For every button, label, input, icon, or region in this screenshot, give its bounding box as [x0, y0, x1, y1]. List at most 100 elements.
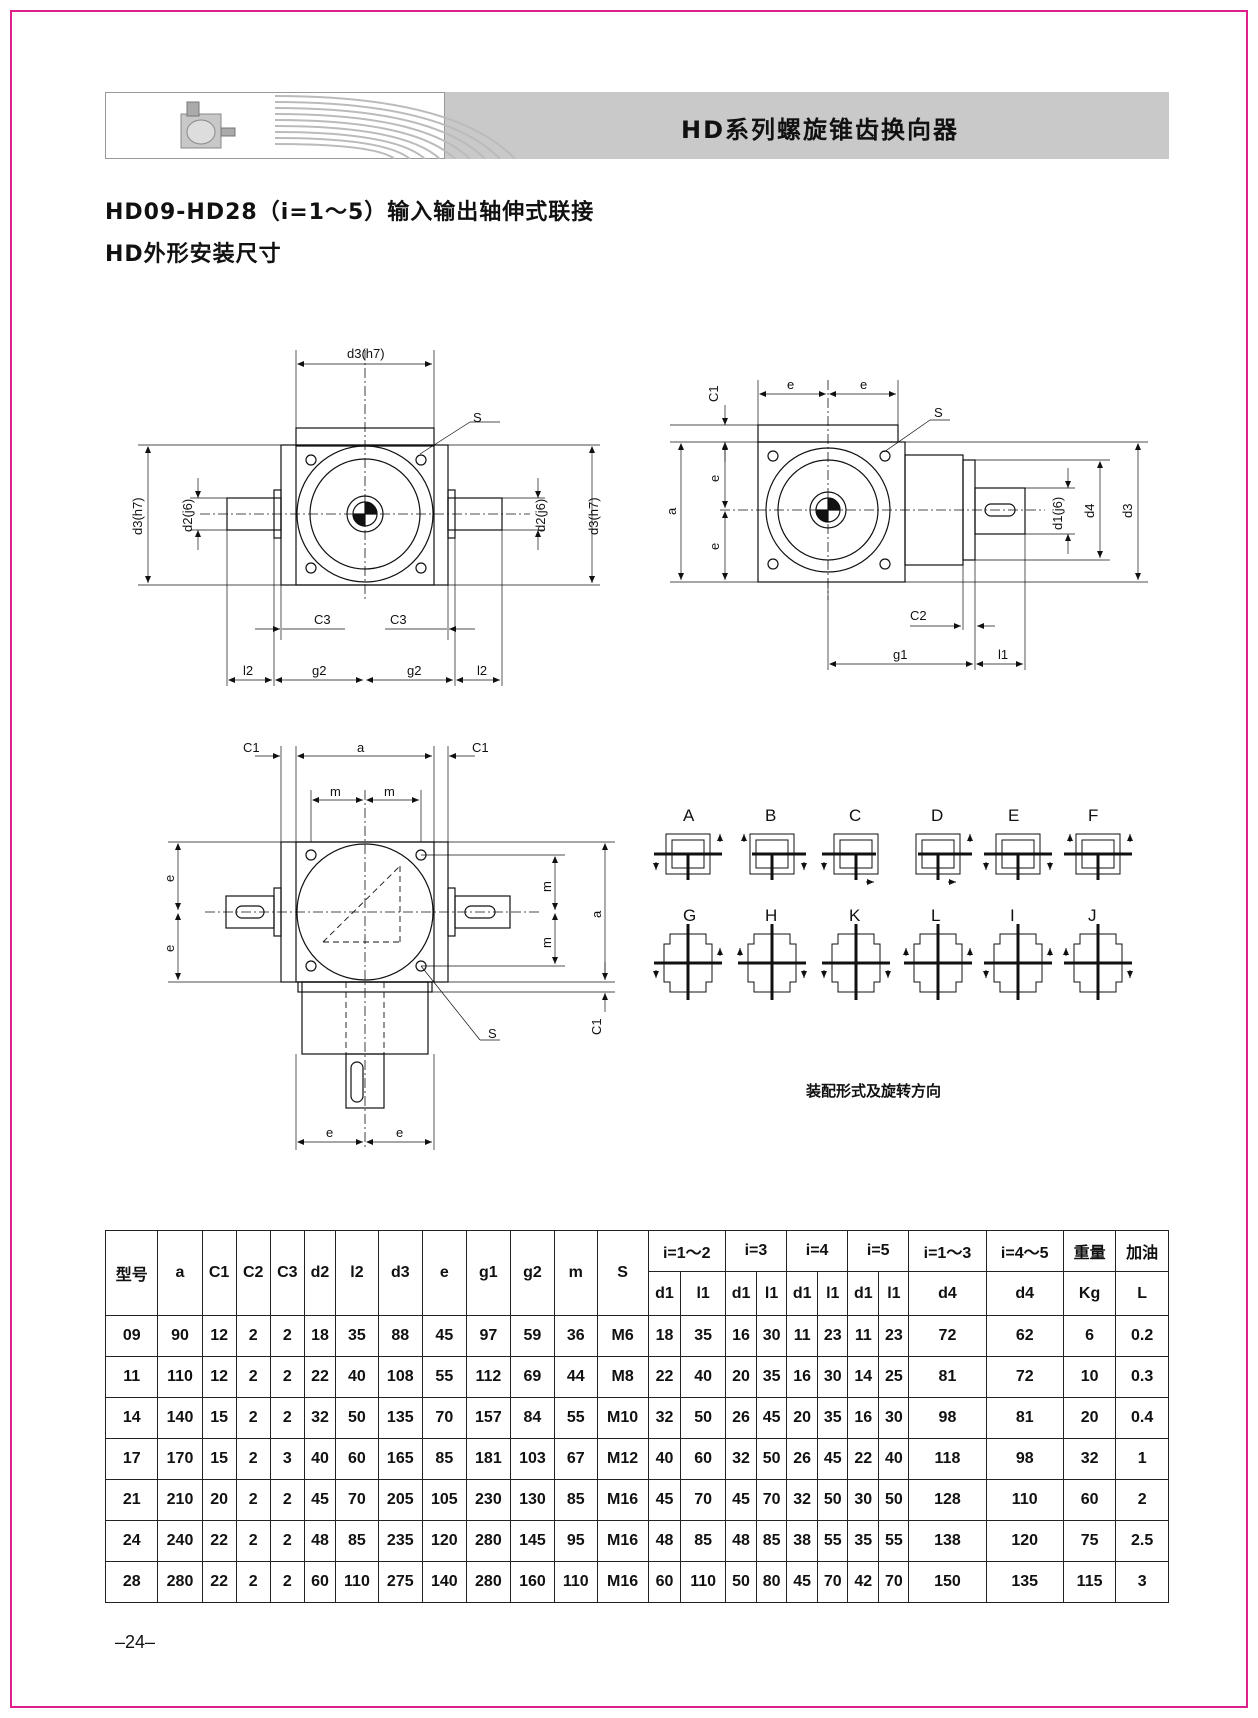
table-cell: 32 [303, 1397, 337, 1439]
table-cell: 50 [335, 1397, 379, 1439]
table-cell: 45 [817, 1438, 849, 1480]
page-number: –24– [115, 1632, 156, 1652]
table-cell: 110 [985, 1479, 1064, 1521]
table-cell: 48 [724, 1520, 758, 1562]
table-header-cell: d2 [303, 1230, 337, 1316]
table-cell: 98 [985, 1438, 1064, 1480]
table-cell: 2 [269, 1479, 305, 1521]
label-e-bottom-right-view3: e [396, 1125, 403, 1140]
label-d2j6-left: d2(j6) [180, 499, 195, 532]
table-subheader-cell: Kg [1062, 1271, 1117, 1316]
label-e-left-top-view3: e [162, 875, 177, 882]
table-cell: 85 [553, 1479, 598, 1521]
table-cell: 20 [1062, 1397, 1117, 1439]
label-c3-left: C3 [314, 612, 331, 627]
table-cell: 280 [157, 1561, 203, 1603]
table-header-cell: 型号 [104, 1230, 159, 1316]
table-cell: 85 [421, 1438, 467, 1480]
table-cell: 112 [465, 1356, 511, 1398]
table-cell: 2 [269, 1356, 305, 1398]
table-header-cell: l2 [335, 1230, 379, 1316]
table-cell: 0.4 [1115, 1397, 1169, 1439]
table-cell: 20 [724, 1356, 758, 1398]
table-cell: 10 [1062, 1356, 1117, 1398]
table-header-cell: C1 [201, 1230, 237, 1316]
table-cell: 70 [680, 1479, 726, 1521]
table-cell: 140 [157, 1397, 203, 1439]
table-cell: M10 [596, 1397, 649, 1439]
label-m-right-view3: m [384, 784, 395, 799]
table-header-cell: g2 [509, 1230, 555, 1316]
table-header-cell: i=1～3 [908, 1230, 987, 1272]
table-cell: 2 [235, 1561, 271, 1603]
table-cell: 70 [335, 1479, 379, 1521]
label-g2-right: g2 [407, 663, 421, 678]
table-cell: 81 [985, 1397, 1064, 1439]
table-cell: 36 [553, 1315, 598, 1357]
table-cell: 110 [335, 1561, 379, 1603]
section-subheading: HD外形安装尺寸 [105, 242, 282, 267]
label-c3-right: C3 [390, 612, 407, 627]
table-cell: 70 [421, 1397, 467, 1439]
table-cell: 55 [553, 1397, 598, 1439]
table-cell: 23 [878, 1315, 910, 1357]
table-cell: 45 [303, 1479, 337, 1521]
table-cell: 25 [878, 1356, 910, 1398]
table-header-cell: i=5 [847, 1230, 910, 1272]
table-cell: 55 [421, 1356, 467, 1398]
table-cell: 85 [680, 1520, 726, 1562]
table-subheader-cell: d1 [724, 1271, 758, 1316]
table-cell: 45 [421, 1315, 467, 1357]
table-subheader-cell: l1 [756, 1271, 788, 1316]
table-cell: 21 [104, 1479, 159, 1521]
table-cell: 18 [647, 1315, 682, 1357]
table-cell: 0.2 [1115, 1315, 1169, 1357]
table-cell: 170 [157, 1438, 203, 1480]
table-cell: 60 [335, 1438, 379, 1480]
assembly-label-e: E [1008, 806, 1019, 825]
table-cell: 2 [235, 1397, 271, 1439]
table-cell: 72 [985, 1356, 1064, 1398]
table-cell: 45 [724, 1479, 758, 1521]
header-banner: HD系列螺旋锥齿换向器 [105, 92, 1169, 159]
table-cell: 2 [269, 1315, 305, 1357]
assembly-label-b: B [765, 806, 776, 825]
table-cell: 16 [724, 1315, 758, 1357]
table-header-cell: S [596, 1230, 649, 1316]
table-cell: 2 [269, 1520, 305, 1562]
label-l2-right: l2 [477, 663, 487, 678]
table-header-row: 型号 a C1 C2 C3 d2 l2 d3 e g1 g2 m S i=1～2… [104, 1230, 1169, 1316]
table-cell: 20 [201, 1479, 237, 1521]
label-a-right-view3: a [589, 910, 604, 918]
table-cell: 14 [104, 1397, 159, 1439]
table-header-cell: C3 [269, 1230, 305, 1316]
table-cell: 95 [553, 1520, 598, 1562]
table-cell: 50 [878, 1479, 910, 1521]
table-cell: 90 [157, 1315, 203, 1357]
assembly-label-j: J [1088, 906, 1097, 925]
technical-drawings: d3(h7) S d3(h7) d2(j6) d2(j6) d3(h7) C3 … [130, 346, 1148, 1150]
table-header-cell: g1 [465, 1230, 511, 1316]
table-subheader-cell: d1 [647, 1271, 682, 1316]
label-d3h7-top: d3(h7) [347, 346, 385, 361]
assembly-label-f: F [1088, 806, 1098, 825]
table-cell: 110 [680, 1561, 726, 1603]
table-cell: 20 [786, 1397, 819, 1439]
table-cell: M8 [596, 1356, 649, 1398]
table-cell: 2 [235, 1356, 271, 1398]
assembly-icons-row1 [653, 833, 1133, 885]
label-d2j6-right: d2(j6) [533, 499, 548, 532]
dimension-table: 型号 a C1 C2 C3 d2 l2 d3 e g1 g2 m S i=1～2… [104, 1230, 1169, 1603]
table-subheader-cell: l1 [817, 1271, 849, 1316]
table-cell: 35 [756, 1356, 788, 1398]
table-cell: 40 [878, 1438, 910, 1480]
gearbox-product-icon [180, 101, 236, 149]
assembly-label-d: D [931, 806, 943, 825]
banner-title: HD系列螺旋锥齿换向器 [680, 116, 959, 144]
table-cell: 50 [680, 1397, 726, 1439]
assembly-label-g: G [683, 906, 696, 925]
table-cell: 69 [509, 1356, 555, 1398]
table-subheader-cell: L [1115, 1271, 1169, 1316]
